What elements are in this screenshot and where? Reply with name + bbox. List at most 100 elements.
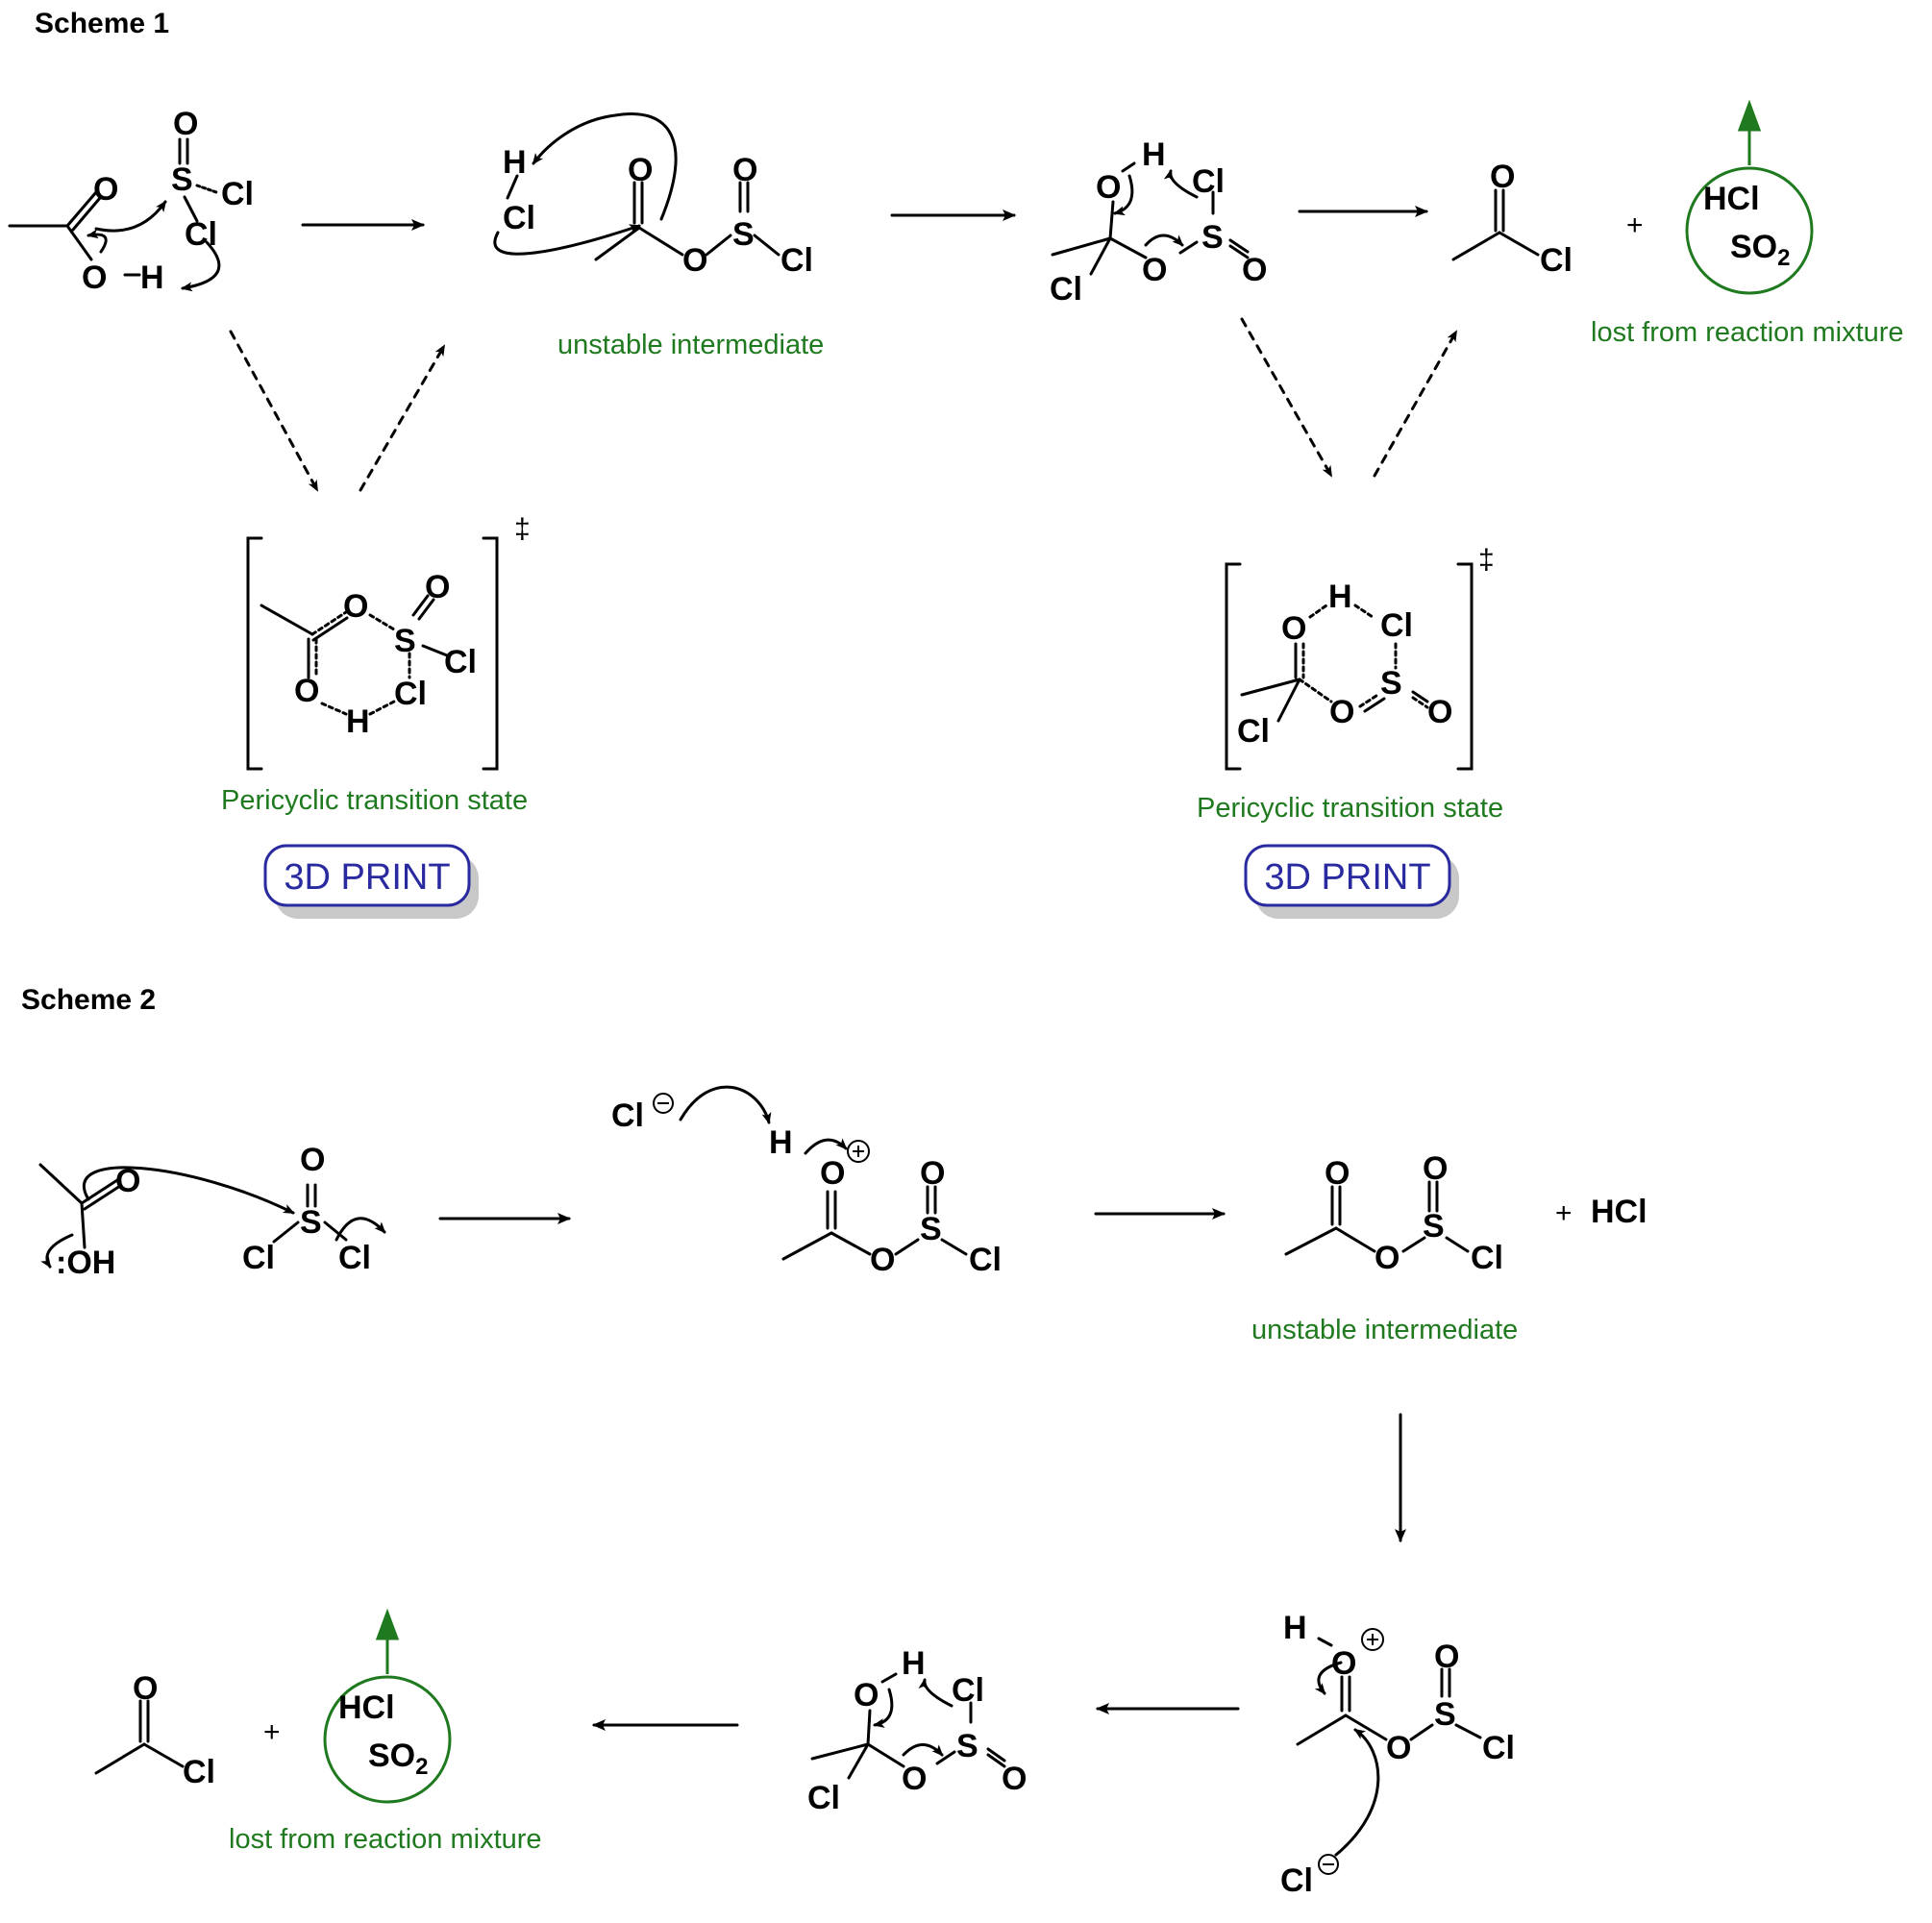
atom-s: S: [300, 1204, 322, 1241]
atom-o: O: [1142, 252, 1167, 288]
scheme1-unstable-label: unstable intermediate: [557, 330, 824, 360]
scheme2-protonated-intermediate: [679, 1085, 968, 1261]
atom-cl: Cl: [338, 1240, 371, 1276]
gas-so2: SO2: [1730, 229, 1790, 271]
atom-cl: Cl: [183, 1754, 215, 1790]
scheme2-unstable-intermediate: [1284, 1180, 1470, 1256]
atom-cl: Cl: [503, 200, 535, 236]
atom-o: O: [854, 1677, 879, 1713]
scheme2-lost-gases: [323, 1608, 452, 1804]
atom-o: O: [425, 569, 450, 605]
scheme2-lost-label: lost from reaction mixture: [229, 1824, 542, 1855]
atom-o: O: [870, 1242, 895, 1278]
atom-o: O: [294, 673, 319, 709]
atom-s: S: [394, 623, 416, 659]
scheme2-protonated-intermediate-2: [1296, 1637, 1482, 1857]
atom-h: H: [503, 144, 527, 181]
scheme1-reactants: [8, 137, 221, 292]
atom-o: O: [732, 152, 757, 188]
atom-o: O: [1490, 159, 1515, 195]
atom-o: O: [920, 1155, 945, 1192]
scheme2-unstable-label: unstable intermediate: [1251, 1315, 1518, 1345]
atom-o: O: [1423, 1150, 1448, 1187]
scheme1-acetyl-chloride: [1451, 188, 1540, 261]
gas-hcl: HCl: [338, 1689, 395, 1726]
atom-cl: Cl: [969, 1242, 1002, 1278]
scheme1-title: Scheme 1: [35, 8, 169, 39]
atom-o: O: [1434, 1639, 1459, 1675]
gas-hcl: HCl: [1703, 181, 1760, 217]
byproduct-hcl: HCl: [1591, 1194, 1647, 1230]
atom-o: O: [82, 259, 107, 296]
3d-print-button-left[interactable]: 3D PRINT: [263, 844, 479, 919]
atom-cl: Cl: [1280, 1862, 1313, 1899]
atom-o: O: [133, 1670, 158, 1707]
atom-cl: Cl: [807, 1780, 840, 1816]
plus-charge-icon: [1361, 1628, 1384, 1651]
minus-charge-icon: [1318, 1854, 1339, 1875]
atom-s: S: [171, 161, 193, 198]
scheme2-title: Scheme 2: [21, 984, 156, 1016]
atom-o: O: [1281, 610, 1306, 647]
3d-print-button-right[interactable]: 3D PRINT: [1244, 844, 1459, 919]
atom-o: O: [1242, 252, 1267, 288]
atom-h: H: [902, 1645, 926, 1682]
atom-h: H: [769, 1124, 793, 1161]
atom-cl: Cl: [1237, 713, 1270, 750]
atom-o: O: [1002, 1761, 1027, 1797]
atom-cl: Cl: [394, 676, 427, 712]
atom-o: O: [1096, 169, 1121, 206]
ts-right-label: Pericyclic transition state: [1197, 793, 1503, 824]
atom-s: S: [1434, 1696, 1456, 1733]
atom-cl: Cl: [1471, 1240, 1503, 1276]
ts-dagger: ‡: [514, 513, 531, 545]
minus-charge-icon: [653, 1093, 674, 1114]
atom-cl: Cl: [1192, 163, 1225, 200]
atom-h: H: [1328, 579, 1352, 615]
atom-o: O: [1375, 1240, 1399, 1276]
atom-o: O: [902, 1761, 927, 1797]
atom-cl: Cl: [611, 1097, 644, 1134]
atom-o: O: [628, 152, 653, 188]
atom-o: O: [1386, 1730, 1411, 1766]
button-frame: [263, 844, 471, 907]
atom-s: S: [732, 216, 755, 253]
atom-o: O: [343, 588, 368, 625]
scheme1-tetrahedral-intermediate: [1051, 161, 1250, 276]
atom-o: O: [115, 1163, 140, 1199]
3d-print-label: 3D PRINT: [284, 857, 450, 898]
atom-s: S: [956, 1728, 978, 1764]
scheme1-plus: +: [1626, 210, 1644, 241]
atom-cl: Cl: [1482, 1730, 1515, 1766]
scheme1-dashed-arrows: [229, 317, 1458, 492]
atom-o: O: [93, 171, 118, 208]
gas-so2: SO2: [368, 1738, 428, 1780]
scheme1-lost-label: lost from reaction mixture: [1591, 317, 1904, 348]
atom-s: S: [920, 1211, 942, 1247]
atom-o: O: [820, 1155, 845, 1192]
button-frame: [1244, 844, 1451, 907]
atom-o: O: [173, 106, 198, 142]
3d-print-label: 3D PRINT: [1264, 857, 1430, 898]
atom-o: O: [682, 242, 707, 279]
atom-oh: :OH: [56, 1245, 115, 1281]
plus-charge-icon: [847, 1140, 870, 1163]
atom-cl: Cl: [221, 176, 254, 212]
atom-h: H: [346, 703, 370, 740]
atom-cl: Cl: [780, 242, 813, 279]
atom-s: S: [1380, 665, 1402, 702]
scheme2-plus-hcl-sign: +: [1555, 1197, 1573, 1229]
scheme2-acetyl-chloride: [94, 1699, 185, 1775]
atom-s: S: [1423, 1208, 1445, 1245]
atom-cl: Cl: [952, 1672, 984, 1709]
atom-h: H: [1142, 136, 1166, 173]
atom-cl: Cl: [1050, 271, 1082, 308]
ts-dagger: ‡: [1478, 544, 1495, 576]
atom-o: O: [1331, 1645, 1356, 1682]
atom-cl: Cl: [1540, 242, 1573, 279]
scheme1-transition-state-left: [246, 536, 499, 771]
atom-o: O: [300, 1142, 325, 1178]
scheme2-plus: +: [263, 1716, 281, 1748]
scheme2-tetrahedral-intermediate: [810, 1672, 1006, 1780]
